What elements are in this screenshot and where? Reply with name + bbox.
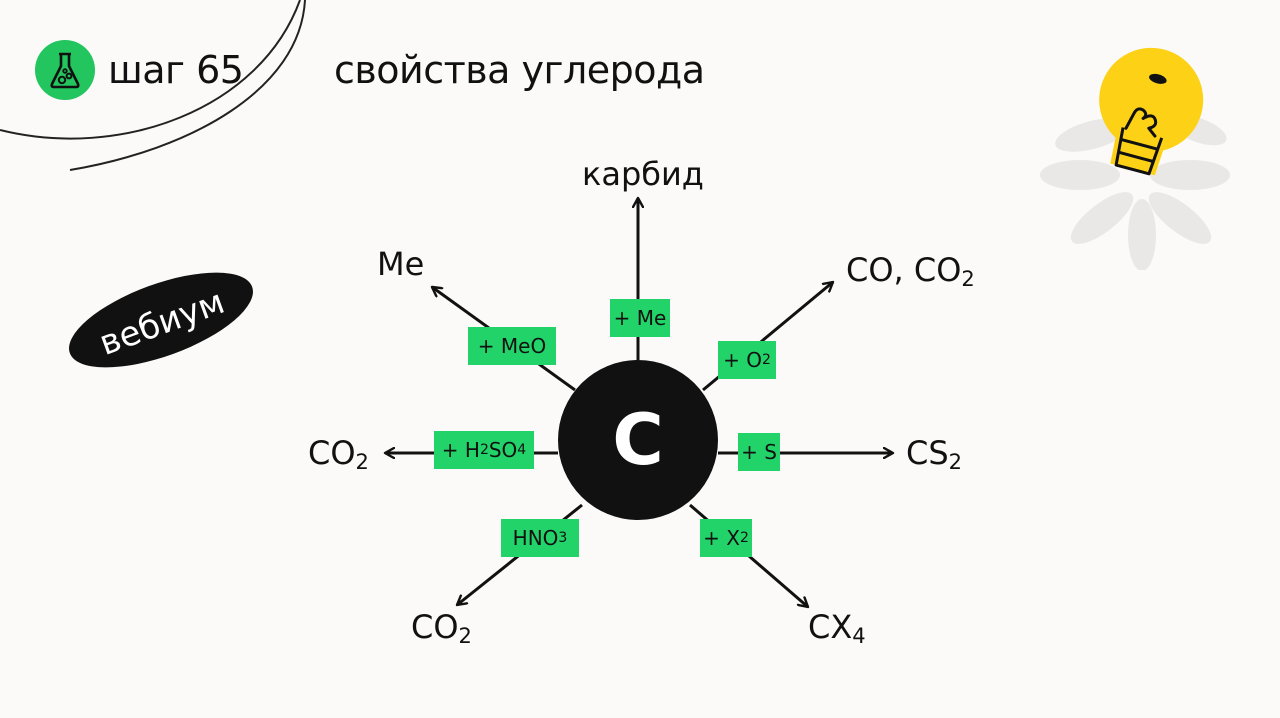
reagent-upper-left: + MeO bbox=[468, 327, 556, 365]
product-upper-right: CO, CO2 bbox=[846, 250, 975, 290]
product-lower-right-text: CX bbox=[808, 608, 853, 646]
product-left: CO2 bbox=[308, 433, 369, 473]
reagent-right: + S bbox=[738, 433, 780, 471]
reagent-upper-right-text: + O bbox=[723, 348, 762, 372]
product-top-text: карбид bbox=[582, 155, 704, 193]
decor-arc-inner bbox=[69, 0, 306, 171]
reagent-right-text: + S bbox=[741, 440, 777, 464]
product-right: CS2 bbox=[906, 433, 962, 473]
reagent-top: + Me bbox=[610, 299, 670, 337]
product-lower-left: CO2 bbox=[411, 607, 472, 647]
product-upper-left-text: Me bbox=[377, 245, 425, 283]
product-lower-right: CX4 bbox=[808, 607, 866, 647]
reagent-lower-left-text: HNO bbox=[512, 526, 559, 550]
product-lower-left-sub: 2 bbox=[458, 624, 472, 648]
flask-logo bbox=[35, 40, 95, 100]
reagent-upper-left-text: + MeO bbox=[477, 334, 547, 358]
product-lower-left-text: CO bbox=[411, 608, 459, 646]
reagent-top-text: + Me bbox=[613, 306, 667, 330]
product-right-text: CS bbox=[906, 434, 949, 472]
product-lower-right-sub: 4 bbox=[852, 624, 866, 648]
product-upper-right-sub: 2 bbox=[961, 267, 975, 291]
product-top: карбид bbox=[582, 154, 704, 194]
reagent-left-text-a: + H bbox=[441, 438, 480, 462]
reagent-left-text-b: SO bbox=[488, 438, 518, 462]
reagent-lower-right-text: + X bbox=[703, 526, 740, 550]
product-upper-left: Me bbox=[377, 244, 424, 284]
flask-icon bbox=[50, 52, 80, 89]
carbon-node bbox=[558, 360, 718, 520]
decor-arc-outer bbox=[0, 0, 301, 140]
product-left-text: CO bbox=[308, 434, 356, 472]
product-right-sub: 2 bbox=[948, 450, 963, 474]
step-label: шаг 65 bbox=[108, 48, 244, 92]
brand-logo: вебиум bbox=[69, 272, 253, 368]
page-title: свойства углерода bbox=[334, 48, 705, 92]
lightbulb-icon bbox=[1040, 47, 1230, 270]
center-symbol: C bbox=[612, 399, 664, 481]
product-upper-right-text: CO, CO bbox=[846, 251, 962, 289]
product-left-sub: 2 bbox=[355, 450, 369, 474]
